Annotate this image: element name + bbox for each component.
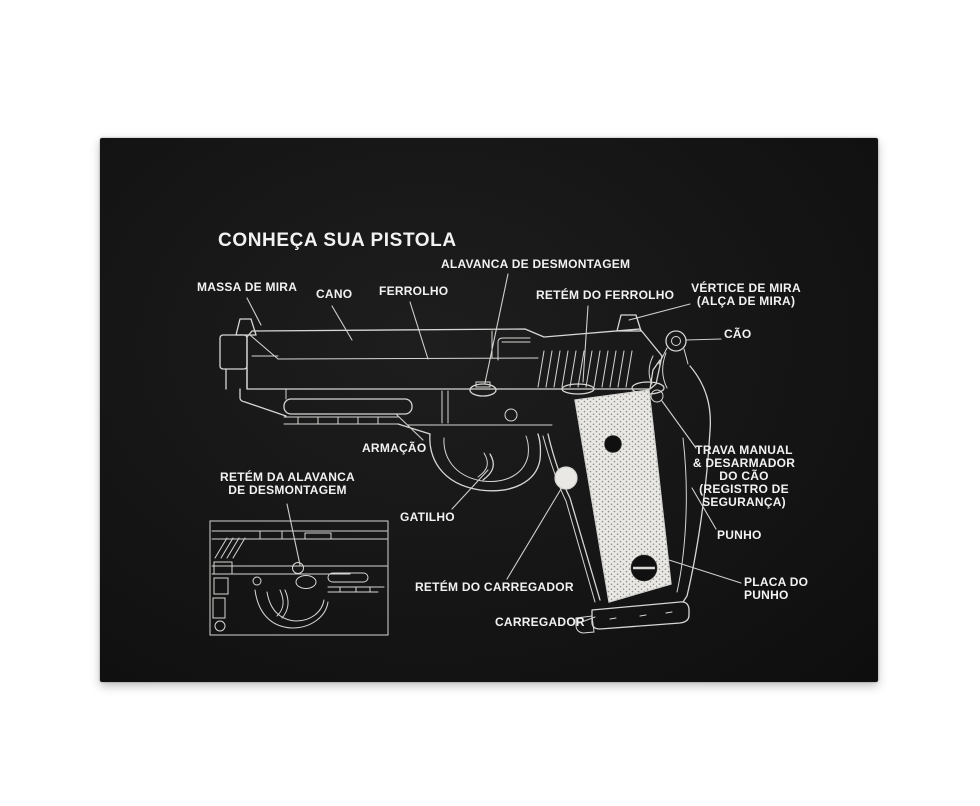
label-line: SEGURANÇA) bbox=[702, 495, 786, 509]
leader-placa bbox=[668, 559, 742, 584]
leader-gatilho bbox=[451, 469, 489, 510]
label-line: (ALÇA DE MIRA) bbox=[696, 294, 796, 308]
leader-cano bbox=[331, 305, 353, 341]
grip-screw-bottom bbox=[630, 554, 658, 582]
leader-trava bbox=[661, 400, 697, 449]
slide-stop-lever bbox=[561, 383, 595, 395]
grip-screw-top bbox=[604, 435, 622, 453]
label-ferrolho: FERROLHO bbox=[379, 284, 449, 298]
label-line: RETÉM DA ALAVANCA bbox=[220, 470, 355, 484]
recoil-rod bbox=[283, 398, 413, 415]
leader-retem-carregador bbox=[506, 488, 562, 580]
grip-checkering bbox=[575, 390, 671, 602]
takedown-lever bbox=[469, 383, 497, 397]
inset-detail-drawing bbox=[209, 520, 389, 636]
label-armacao: ARMAÇÃO bbox=[362, 441, 427, 455]
label-cao: CÃO bbox=[724, 327, 752, 341]
label-line: PUNHO bbox=[744, 588, 789, 602]
inset-hatch bbox=[214, 537, 246, 559]
hammer bbox=[658, 330, 689, 365]
label-cano: CANO bbox=[316, 287, 353, 301]
label-gatilho: GATILHO bbox=[400, 510, 455, 524]
inset-trigger-guard bbox=[254, 589, 329, 629]
label-vertice-de-mira: VÉRTICE DE MIRA (ALÇA DE MIRA) bbox=[688, 282, 804, 308]
inset-takedown-catch bbox=[295, 575, 317, 589]
leader-lines bbox=[246, 273, 742, 624]
label-retem-do-carregador: RETÉM DO CARREGADOR bbox=[415, 580, 574, 594]
label-punho: PUNHO bbox=[717, 528, 762, 542]
inset-takedown-pin bbox=[292, 562, 304, 574]
frame bbox=[239, 352, 712, 603]
slide bbox=[219, 314, 663, 390]
label-trava-manual: TRAVA MANUAL & DESARMADOR DO CÃO (REGIST… bbox=[682, 444, 806, 509]
label-line: DE DESMONTAGEM bbox=[228, 483, 347, 497]
label-placa-do-punho: PLACA DO PUNHO bbox=[744, 576, 824, 602]
inset-trigger bbox=[276, 589, 289, 619]
pistol-diagram-svg bbox=[209, 273, 742, 636]
leader-retem-ferrolho bbox=[582, 305, 589, 383]
label-line: TRAVA MANUAL bbox=[695, 443, 793, 457]
label-line: VÉRTICE DE MIRA bbox=[691, 281, 801, 295]
frame-rail bbox=[283, 416, 399, 425]
labels-layer: CONHEÇA SUA PISTOLA MASSA DE MIRA CANO F… bbox=[100, 138, 878, 682]
label-alavanca-de-desmontagem: ALAVANCA DE DESMONTAGEM bbox=[441, 257, 631, 271]
trigger-guard bbox=[429, 433, 542, 492]
ejection-port bbox=[497, 337, 531, 361]
leader-ferrolho bbox=[409, 301, 429, 360]
pistol-drawing bbox=[219, 314, 712, 634]
label-retem-do-ferrolho: RETÉM DO FERROLHO bbox=[536, 288, 675, 302]
leader-retem-alavanca bbox=[286, 503, 301, 566]
leader-carregador bbox=[578, 616, 596, 624]
label-line: (REGISTRO DE bbox=[699, 482, 789, 496]
slide-serrations bbox=[537, 350, 633, 388]
label-line: PLACA DO bbox=[744, 575, 809, 589]
leader-massa-de-mira bbox=[246, 297, 262, 326]
magazine-base bbox=[575, 601, 690, 634]
label-line: DO CÃO bbox=[719, 469, 769, 483]
pistol-poster: CONHEÇA SUA PISTOLA MASSA DE MIRA CANO F… bbox=[100, 138, 878, 682]
takedown-lever-tab bbox=[475, 381, 491, 388]
leader-alavanca bbox=[484, 273, 509, 384]
poster-title: CONHEÇA SUA PISTOLA bbox=[218, 230, 457, 251]
inset-border bbox=[209, 520, 389, 636]
trigger bbox=[477, 452, 494, 481]
leader-cao bbox=[685, 338, 722, 341]
label-massa-de-mira: MASSA DE MIRA bbox=[197, 280, 298, 294]
leader-vertice bbox=[628, 303, 691, 321]
leader-armacao bbox=[395, 413, 424, 441]
label-line: & DESARMADOR bbox=[692, 456, 796, 470]
rear-sight bbox=[616, 314, 642, 332]
grip bbox=[542, 389, 672, 603]
label-retem-da-alavanca: RETÉM DA ALAVANCA DE DESMONTAGEM bbox=[205, 471, 370, 497]
label-carregador: CARREGADOR bbox=[495, 615, 585, 629]
magazine-release-button bbox=[554, 466, 578, 490]
leader-punho bbox=[691, 487, 717, 530]
